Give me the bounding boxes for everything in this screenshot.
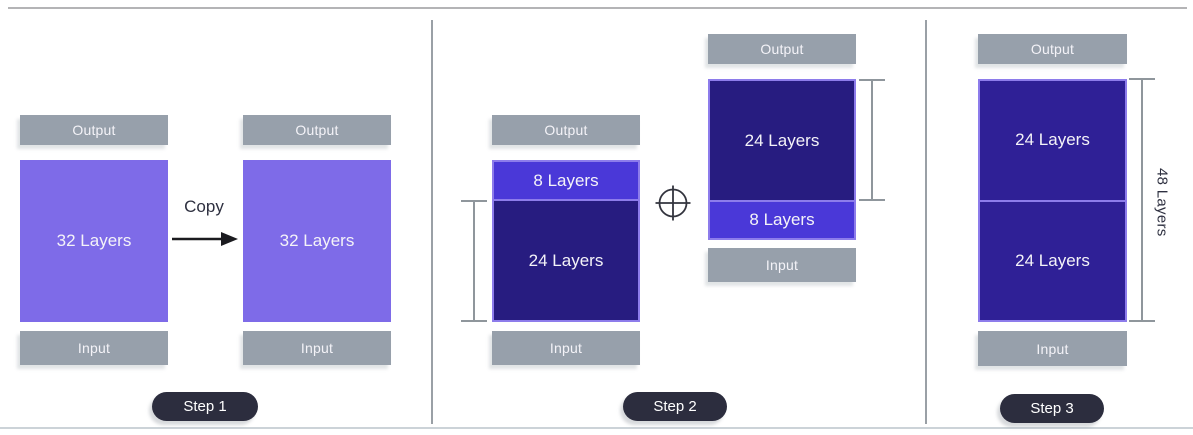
copy-arrow-icon xyxy=(171,230,239,253)
step-badge: Step 2 xyxy=(623,392,727,421)
layer-block: 24 Layers xyxy=(494,201,638,320)
step-badge: Step 1 xyxy=(152,392,258,421)
output-bar: Output xyxy=(20,115,168,145)
input-bar: Input xyxy=(708,248,856,282)
layer-stack: 24 Layers 24 Layers xyxy=(978,79,1127,322)
output-bar: Output xyxy=(492,115,640,145)
input-bar: Input xyxy=(492,331,640,365)
panel-divider xyxy=(431,20,433,424)
layer-block: 24 Layers xyxy=(980,201,1125,320)
input-bar: Input xyxy=(243,331,391,365)
input-bar: Input xyxy=(978,331,1127,366)
layer-block: 32 Layers xyxy=(243,160,391,322)
panel-divider xyxy=(925,20,927,424)
input-bar: Input xyxy=(20,331,168,365)
copy-label: Copy xyxy=(184,197,224,216)
top-border-line xyxy=(8,7,1187,9)
layer-block: 8 Layers xyxy=(494,162,638,199)
layer-block: 8 Layers xyxy=(710,202,854,238)
output-bar: Output xyxy=(243,115,391,145)
output-bar: Output xyxy=(978,34,1127,64)
circle-plus-icon xyxy=(653,183,693,228)
layer-stack: 8 Layers 24 Layers xyxy=(492,160,640,322)
step-badge: Step 3 xyxy=(1000,394,1104,423)
bottom-border-line xyxy=(0,427,1193,429)
output-bar: Output xyxy=(708,34,856,64)
layer-stack: 24 Layers 8 Layers xyxy=(708,79,856,240)
layer-block: 32 Layers xyxy=(20,160,168,322)
layer-block: 24 Layers xyxy=(710,81,854,200)
layer-block: 24 Layers xyxy=(980,81,1125,200)
depth-annotation-48-layers: 48 Layers xyxy=(1153,167,1171,237)
